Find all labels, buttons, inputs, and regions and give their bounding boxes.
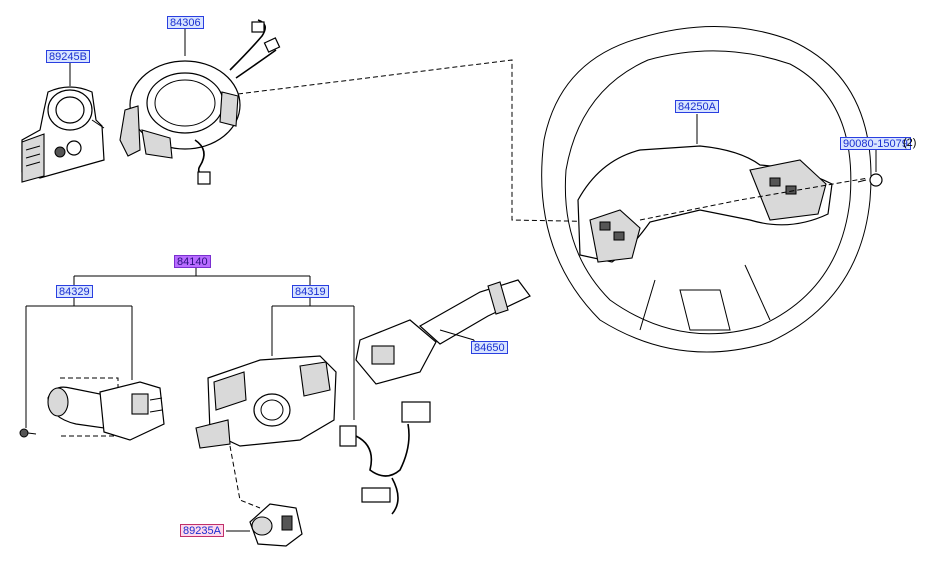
part-label-84250A[interactable]: 84250A (675, 100, 719, 113)
spiral-cable-part[interactable] (119, 19, 281, 185)
part-label-84306[interactable]: 84306 (167, 16, 204, 29)
wire-harness-part[interactable] (339, 401, 431, 515)
steering-wheel-part[interactable] (541, 25, 872, 353)
part-label-89235A[interactable]: 89235A (180, 524, 224, 537)
turn-signal-switch-part[interactable] (19, 377, 165, 441)
part-label-89245B[interactable]: 89245B (46, 50, 90, 63)
wiper-switch-part[interactable] (355, 279, 531, 385)
bolt-part[interactable] (857, 150, 883, 187)
part-label-84329[interactable]: 84329 (56, 285, 93, 298)
part-label-84140[interactable]: 84140 (174, 255, 211, 268)
steering-angle-sensor-part[interactable] (21, 62, 105, 183)
part-label-84650[interactable]: 84650 (471, 341, 508, 354)
switch-housing-part[interactable] (195, 355, 337, 509)
part-label-90080-15079[interactable]: 90080-15079 (840, 137, 911, 150)
switch-89235A-part[interactable] (226, 503, 303, 547)
combination-switch-bracket (25, 268, 355, 428)
spiral-to-wheel-leader (237, 59, 621, 223)
part-quantity-90080-15079: (2) (903, 137, 917, 149)
part-label-84319[interactable]: 84319 (292, 285, 329, 298)
